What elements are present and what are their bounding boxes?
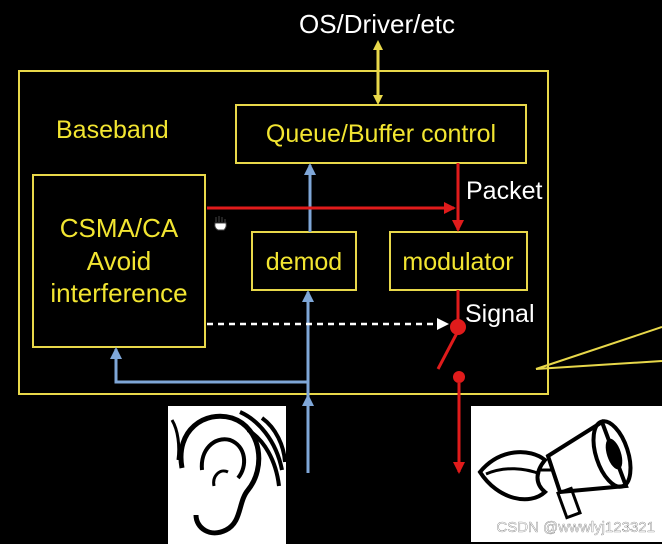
ear-icon xyxy=(168,406,287,544)
csma-label-line2: Avoid xyxy=(87,246,152,276)
modulator-label: modulator xyxy=(402,248,513,276)
switch-node-bottom xyxy=(453,371,465,383)
csma-label-line1: CSMA/CA xyxy=(60,213,179,243)
demod-label: demod xyxy=(266,248,342,276)
baseband-label: Baseband xyxy=(56,116,169,144)
baseband-box xyxy=(18,70,549,395)
mouth-megaphone-icon xyxy=(471,406,662,542)
rx-to-csma-arrow xyxy=(110,347,308,384)
callout-line-lower xyxy=(535,360,662,370)
signal-label: Signal xyxy=(465,300,535,328)
packet-label: Packet xyxy=(466,177,542,205)
watermark: CSDN @wwwlyj123321 xyxy=(496,519,655,536)
top-label: OS/Driver/etc xyxy=(299,9,455,39)
queue-buffer-box xyxy=(235,104,527,164)
hand-cursor-icon xyxy=(214,216,227,231)
csma-label-line3: interference xyxy=(50,278,187,308)
switch-node-top xyxy=(450,319,466,335)
queue-buffer-label: Queue/Buffer control xyxy=(266,120,496,148)
callout-line-upper xyxy=(535,326,662,370)
switch-lever xyxy=(436,330,460,370)
